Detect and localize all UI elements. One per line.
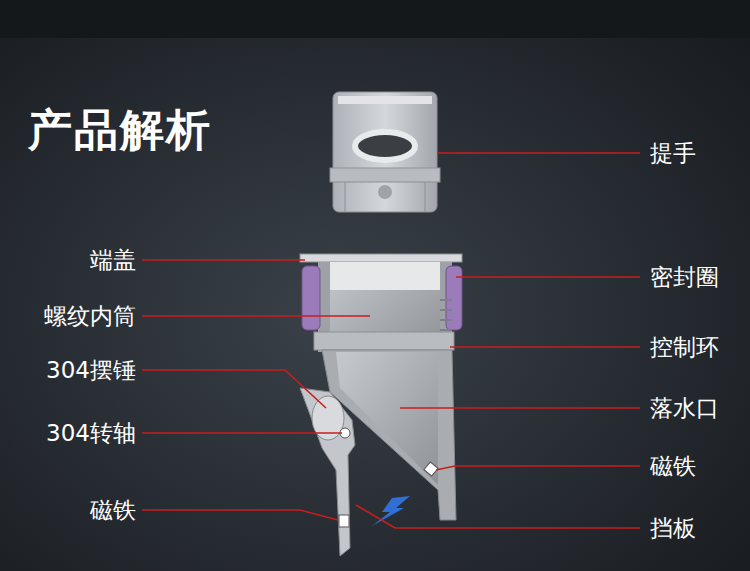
leader-lines: [142, 153, 640, 528]
part-label: 挡板: [650, 517, 696, 540]
top-band: [0, 0, 750, 38]
part-label: 磁铁: [90, 499, 136, 522]
part-label: 螺纹内筒: [44, 305, 136, 328]
page-title: 产品解析: [28, 108, 212, 152]
part-label: 落水口: [650, 397, 719, 420]
handle: [330, 92, 440, 212]
part-label: 304转轴: [46, 422, 136, 445]
part-label: 密封圈: [650, 266, 719, 289]
part-label: 304摆锤: [46, 359, 136, 382]
drain-body: [300, 254, 462, 556]
part-label: 提手: [650, 142, 696, 165]
part-label: 控制环: [650, 336, 719, 359]
part-label: 端盖: [90, 249, 136, 272]
part-label: 磁铁: [650, 455, 696, 478]
